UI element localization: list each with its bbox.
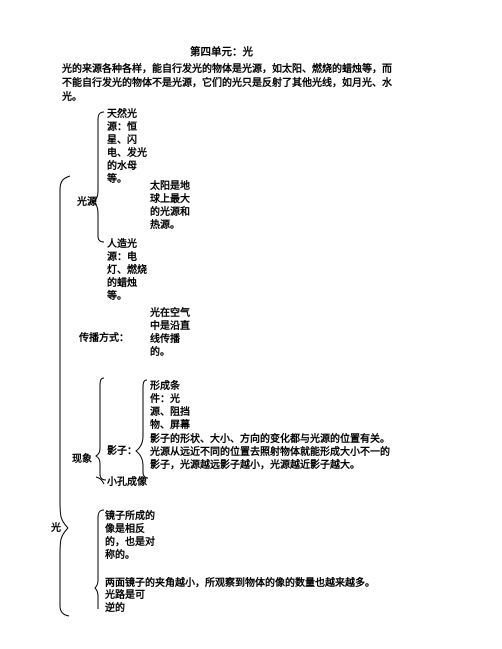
bracket-root-lower	[59, 527, 70, 617]
phenomena-label: 现象	[72, 454, 92, 465]
bracket-root	[59, 175, 71, 529]
pinhole-imaging: 小孔成像	[107, 477, 147, 488]
propagation-label: 传播方式：	[79, 333, 129, 344]
sun-note: 太阳是地球上最大的光源和热源。	[150, 181, 190, 231]
mirror-cut-text: 光路是可逆的	[105, 590, 145, 614]
shadow-label: 影子：	[107, 446, 137, 457]
intro-paragraph: 光的来源各种各样，能自行发光的物体是光源，如太阳、燃烧的蜡烛等，而不能自行发光的…	[62, 64, 392, 103]
bracket-small	[95, 476, 105, 485]
bracket-shadow	[135, 379, 149, 479]
shadow-line-1: 影子的形状、大小、方向的变化都与光源的位置有关。	[150, 434, 390, 445]
shadow-conditions: 形成条件：光源、阻挡物、屏幕	[150, 381, 190, 431]
natural-light-source: 天然光源：恒星、闪电、发光的水母等。	[107, 109, 147, 185]
page-title: 第四单元：光	[190, 46, 253, 58]
bracket-mirror	[94, 509, 105, 609]
artificial-light-source: 人造光源：电灯、燃烧的蜡烛等。	[107, 239, 147, 302]
root-label: 光	[51, 523, 61, 534]
mirror-text: 镜子所成的像是相反的，也是对称的。	[105, 511, 155, 561]
bracket-phenomena	[95, 377, 107, 481]
shadow-line-3: 影子，光源越远影子越小，光源越近影子越大。	[150, 460, 360, 471]
bracket-light-source	[90, 111, 105, 243]
propagation-text: 光在空气中是沿直线传播的。	[150, 308, 190, 358]
shadow-line-2: 光源从远近不同的位置去照射物体就能形成大小不一的	[150, 447, 390, 458]
light-source-label: 光源	[77, 197, 97, 208]
mirror-angle-note: 两面镜子的夹角越小，所观察到物体的像的数量也越来越多。	[105, 578, 375, 589]
